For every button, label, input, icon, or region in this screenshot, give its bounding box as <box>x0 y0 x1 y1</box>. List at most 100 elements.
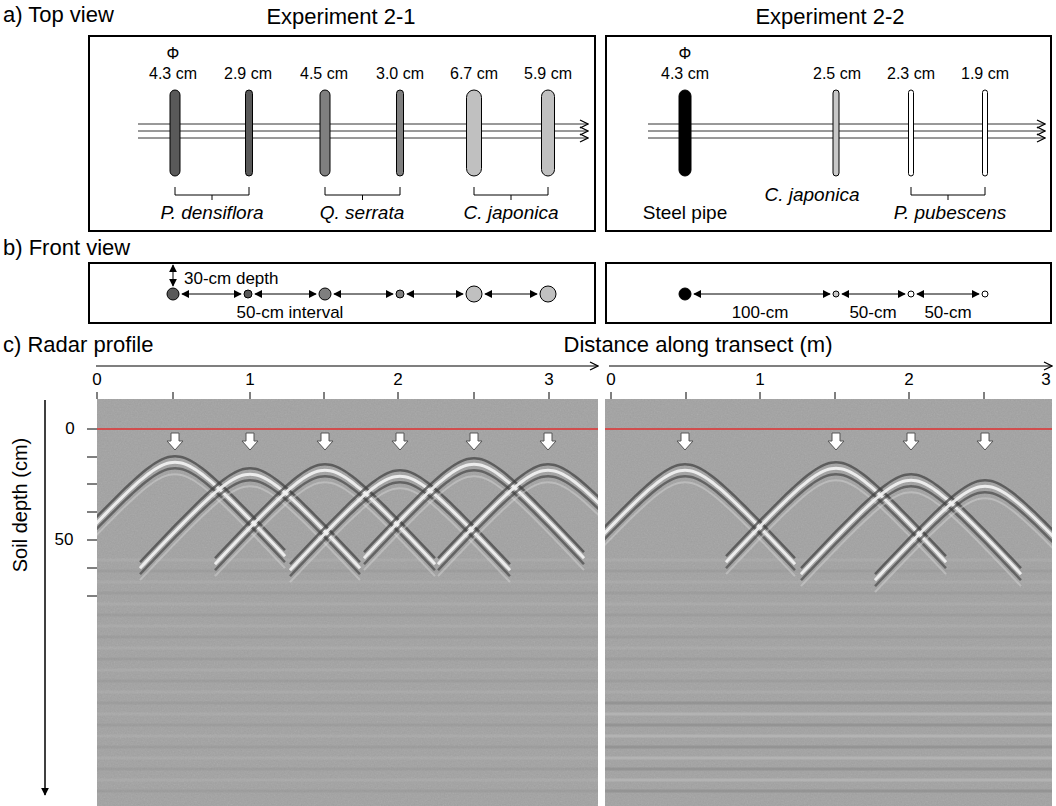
radar-band <box>605 559 1052 562</box>
radar-band <box>605 702 1052 705</box>
panel-heading: Experiment 2-1 <box>266 4 415 29</box>
root-rod <box>983 90 988 176</box>
position-marker <box>242 433 258 450</box>
diameter-label: 2.9 cm <box>224 65 272 83</box>
radar-band <box>97 592 598 595</box>
radar-band <box>97 768 598 771</box>
hyperbola <box>438 482 598 576</box>
root-rod <box>833 90 839 176</box>
root-rod <box>170 90 180 176</box>
axis-tick <box>611 392 612 399</box>
axis-tick <box>760 392 761 399</box>
panel-title: c) Radar profile <box>3 332 153 357</box>
radar-band <box>97 724 598 727</box>
tick-label: 2 <box>393 370 402 390</box>
radar-band <box>605 691 1052 694</box>
axis-tick <box>250 392 251 399</box>
diameter-label: 6.7 cm <box>450 65 498 83</box>
radar-band <box>97 691 598 694</box>
diameter-label: 4.3 cm <box>661 65 709 83</box>
depth-label: 30-cm depth <box>184 269 279 289</box>
axis-tick <box>398 392 399 399</box>
radar-band <box>605 790 1052 793</box>
radar-band <box>97 757 598 760</box>
radar-band <box>605 669 1052 672</box>
radar-band <box>605 680 1052 683</box>
axis-tick <box>835 392 836 399</box>
hyperbola <box>801 486 1021 580</box>
axis-tick <box>87 457 97 458</box>
radar-band <box>605 636 1052 639</box>
radar-band <box>97 702 598 705</box>
position-marker <box>903 433 919 450</box>
axis-title: Soil depth (cm) <box>9 438 32 573</box>
root-section <box>908 291 914 297</box>
axis-tick <box>324 392 325 399</box>
radar-band <box>605 592 1052 595</box>
diameter-label: 2.5 cm <box>813 65 861 83</box>
radar-band <box>605 779 1052 782</box>
spacing-arrow <box>842 294 905 295</box>
root-section <box>244 290 252 298</box>
species-label: P. pubescens <box>894 202 1007 224</box>
diameter-label: 3.0 cm <box>376 65 424 83</box>
spacing-arrow <box>485 294 537 295</box>
radar-profile <box>605 399 1052 806</box>
species-label: C. japonica <box>463 202 558 224</box>
hyperbola <box>875 498 1052 592</box>
group-bracket <box>325 187 400 200</box>
surface-line <box>97 428 598 430</box>
radar-noise <box>605 399 1052 806</box>
tick-label: 1 <box>755 370 764 390</box>
root-section <box>833 291 839 297</box>
panel-box: 30-cm depth50-cm interval <box>88 262 596 324</box>
radar-ground <box>97 399 598 806</box>
hyperbola <box>801 480 1021 574</box>
interval-label: 100-cm <box>732 303 789 323</box>
radar-band <box>605 658 1052 661</box>
root-section <box>167 288 179 300</box>
root-section <box>396 290 404 298</box>
panel-box: Experiment 2-2Φ4.3 cm2.5 cm2.3 cm1.9 cmC… <box>605 35 1052 232</box>
radar-band <box>97 603 598 606</box>
tick-label: 2 <box>904 370 913 390</box>
root-rod <box>909 90 914 176</box>
axis-title: Distance along transect (m) <box>564 332 833 357</box>
radar-band <box>97 790 598 793</box>
axis-tick <box>474 392 475 399</box>
axis-tick <box>87 568 97 569</box>
radar-band <box>97 669 598 672</box>
position-marker <box>540 433 556 450</box>
position-marker <box>392 433 408 450</box>
root-section <box>982 291 988 297</box>
radar-band <box>97 779 598 782</box>
radar-band <box>97 581 598 584</box>
radar-band <box>97 658 598 661</box>
axis-tick <box>87 596 97 597</box>
radar-band <box>97 636 598 639</box>
radar-band <box>97 625 598 628</box>
radar-band <box>605 603 1052 606</box>
object-label: Steel pipe <box>643 202 728 224</box>
axis-tick <box>87 484 97 485</box>
root-section <box>466 286 482 302</box>
axis-tick <box>87 540 97 541</box>
radar-band <box>97 680 598 683</box>
radar-band <box>605 614 1052 617</box>
radar-band <box>97 735 598 738</box>
axis-tick <box>87 429 97 430</box>
axis-tick <box>87 512 97 513</box>
radar-band <box>605 724 1052 727</box>
group-bracket <box>474 187 548 200</box>
spacing-arrow <box>334 294 393 295</box>
hyperbola <box>364 464 584 558</box>
panel-title: b) Front view <box>3 235 130 260</box>
radar-band <box>605 713 1052 716</box>
tick-label: 0 <box>606 370 615 390</box>
panel-heading: Experiment 2-2 <box>755 4 904 29</box>
position-marker <box>977 433 993 450</box>
radar-band <box>97 570 598 573</box>
radar-band <box>97 647 598 650</box>
